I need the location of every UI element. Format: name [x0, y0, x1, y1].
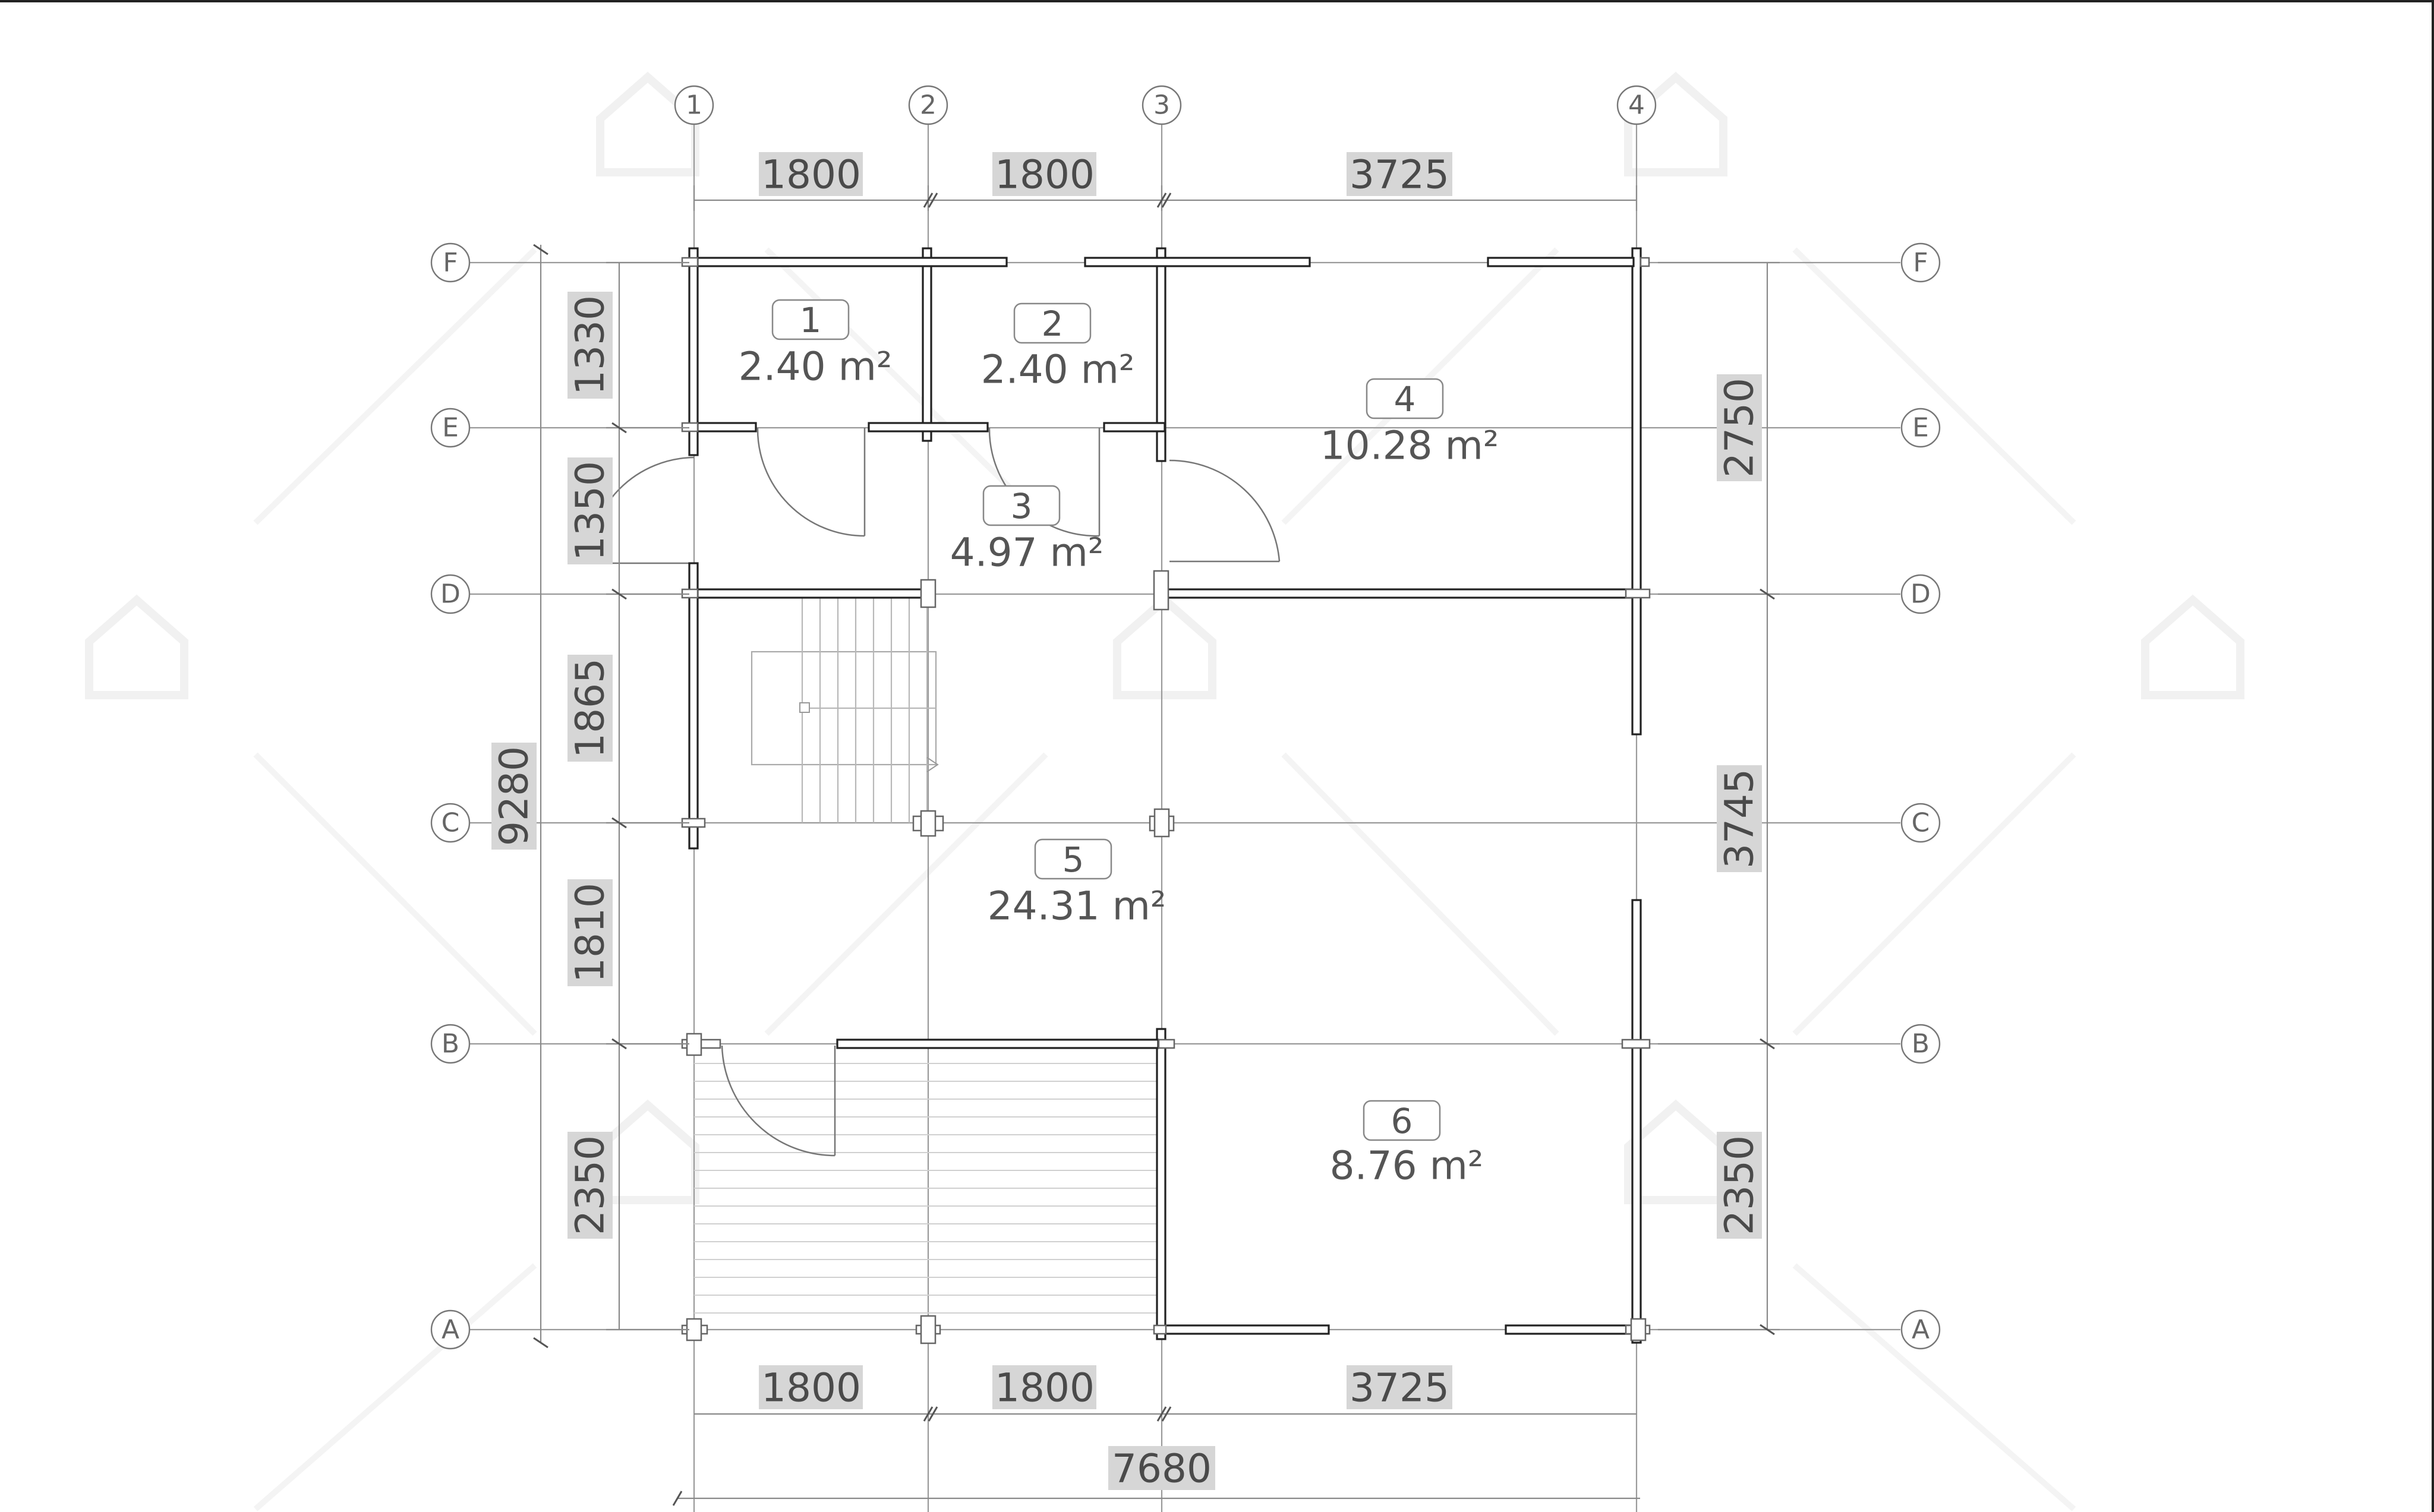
- svg-text:2: 2: [920, 90, 937, 121]
- dim-bottom-1-2: 1800: [759, 1365, 863, 1411]
- room-labels: 1 2.40 m² 2 2.40 m² 3 4.97 m² 4 10.28 m²…: [739, 299, 1499, 1189]
- grid-axis-bubble-D-right: D: [1900, 574, 1941, 614]
- svg-text:4.97 m²: 4.97 m²: [950, 530, 1104, 576]
- dim-left-E-D: 1350: [567, 457, 613, 564]
- room-1-label: 1 2.40 m²: [739, 299, 893, 390]
- dim-top-3-4: 3725: [1347, 152, 1452, 198]
- grid-axis-bubble-B-left: B: [430, 1024, 471, 1064]
- svg-text:B: B: [1912, 1029, 1929, 1059]
- svg-text:3: 3: [1153, 90, 1170, 121]
- svg-text:7680: 7680: [1112, 1446, 1212, 1492]
- svg-text:A: A: [442, 1315, 459, 1345]
- svg-text:2750: 2750: [1717, 378, 1763, 478]
- dim-top-1-2: 1800: [759, 152, 863, 198]
- svg-text:1350: 1350: [567, 461, 613, 561]
- grid-axis-bubble-C-left: C: [430, 803, 471, 843]
- svg-text:2.40 m²: 2.40 m²: [981, 347, 1135, 393]
- dimension-labels-right: 2750 3745 2350: [1717, 374, 1763, 1239]
- dim-bottom-3-4: 3725: [1347, 1365, 1452, 1411]
- grid-axis-bubble-F-right: F: [1900, 242, 1941, 283]
- dim-left-C-B: 1810: [567, 879, 613, 986]
- svg-text:C: C: [1912, 808, 1930, 838]
- svg-text:3725: 3725: [1350, 1365, 1449, 1411]
- grid-axis-bubble-B-right: B: [1900, 1024, 1941, 1064]
- svg-text:9280: 9280: [491, 746, 537, 846]
- svg-text:1800: 1800: [761, 152, 861, 198]
- terrace-decking: [694, 1063, 1162, 1314]
- svg-text:4: 4: [1628, 90, 1645, 121]
- svg-text:1800: 1800: [761, 1365, 861, 1411]
- svg-text:4: 4: [1394, 379, 1416, 419]
- svg-text:1: 1: [686, 90, 702, 121]
- grid-axis-bubble-C-right: C: [1900, 803, 1941, 843]
- dim-bottom-2-3: 1800: [992, 1365, 1096, 1411]
- dimension-lines: [533, 185, 1780, 1506]
- dim-right-B-A: 2350: [1717, 1132, 1763, 1239]
- svg-text:D: D: [440, 579, 461, 610]
- svg-text:C: C: [442, 808, 460, 838]
- svg-text:8.76 m²: 8.76 m²: [1330, 1143, 1484, 1189]
- dimension-labels-bottom: 1800 1800 3725 7680: [759, 1365, 1452, 1492]
- grid-axis-bubble-E-right: E: [1900, 408, 1941, 448]
- svg-text:E: E: [1912, 413, 1929, 443]
- svg-text:D: D: [1910, 579, 1931, 610]
- dimension-labels-left: 1330 1350 1865 1810 2350 9280: [491, 292, 613, 1239]
- dim-overall-width: 7680: [1108, 1446, 1215, 1492]
- svg-text:3725: 3725: [1350, 152, 1449, 198]
- grid-axis-bubble-D-left: D: [430, 574, 471, 614]
- room-5-label: 5 24.31 m²: [988, 838, 1166, 929]
- svg-text:2: 2: [1042, 304, 1064, 344]
- walls: [681, 247, 1651, 1344]
- svg-text:10.28 m²: 10.28 m²: [1320, 423, 1499, 469]
- room-4-label: 4 10.28 m²: [1320, 378, 1499, 469]
- svg-text:2350: 2350: [567, 1135, 613, 1235]
- dim-right-D-B: 3745: [1717, 765, 1763, 872]
- svg-text:B: B: [442, 1029, 459, 1059]
- grid-axis-bubble-E-left: E: [430, 408, 471, 448]
- grid-lines: [469, 122, 1900, 1512]
- svg-text:5: 5: [1062, 839, 1084, 880]
- svg-text:1800: 1800: [995, 152, 1095, 198]
- svg-text:E: E: [442, 413, 459, 443]
- grid-axis-bubble-1: 1: [674, 85, 714, 125]
- svg-text:3745: 3745: [1717, 769, 1763, 869]
- grid-axis-bubble-4: 4: [1616, 85, 1657, 125]
- svg-text:1865: 1865: [567, 658, 613, 758]
- svg-text:24.31 m²: 24.31 m²: [988, 883, 1166, 929]
- grid-axis-bubble-A-right: A: [1900, 1309, 1941, 1350]
- svg-text:2350: 2350: [1717, 1135, 1763, 1235]
- dimension-labels-top: 1800 1800 3725: [759, 152, 1452, 198]
- dim-left-D-C: 1865: [567, 655, 613, 762]
- svg-text:F: F: [1913, 248, 1928, 278]
- svg-text:1330: 1330: [567, 295, 613, 395]
- dim-top-2-3: 1800: [992, 152, 1096, 198]
- svg-text:F: F: [443, 248, 458, 278]
- grid-column-bubbles: 1 2 3 4: [674, 85, 1657, 125]
- room-3-label: 3 4.97 m²: [950, 485, 1104, 576]
- svg-text:1810: 1810: [567, 883, 613, 983]
- dim-left-F-E: 1330: [567, 292, 613, 399]
- svg-text:2.40 m²: 2.40 m²: [739, 344, 893, 390]
- grid-row-bubbles-right: F E D C B A: [1900, 242, 1941, 1350]
- grid-axis-bubble-A-left: A: [430, 1309, 471, 1350]
- grid-axis-bubble-2: 2: [908, 85, 948, 125]
- room-2-label: 2 2.40 m²: [981, 302, 1135, 393]
- dim-right-F-D: 2750: [1717, 374, 1763, 481]
- grid-row-bubbles-left: F E D C B A: [430, 242, 471, 1350]
- dim-overall-height: 9280: [491, 743, 537, 850]
- dim-left-B-A: 2350: [567, 1132, 613, 1239]
- grid-axis-bubble-F-left: F: [430, 242, 471, 283]
- svg-text:1800: 1800: [995, 1365, 1095, 1411]
- room-6-label: 6 8.76 m²: [1330, 1100, 1484, 1189]
- grid-axis-bubble-3: 3: [1142, 85, 1182, 125]
- staircase: [751, 594, 939, 823]
- svg-text:6: 6: [1391, 1101, 1413, 1141]
- svg-text:A: A: [1912, 1315, 1929, 1345]
- svg-text:3: 3: [1011, 486, 1033, 526]
- svg-text:1: 1: [800, 300, 822, 340]
